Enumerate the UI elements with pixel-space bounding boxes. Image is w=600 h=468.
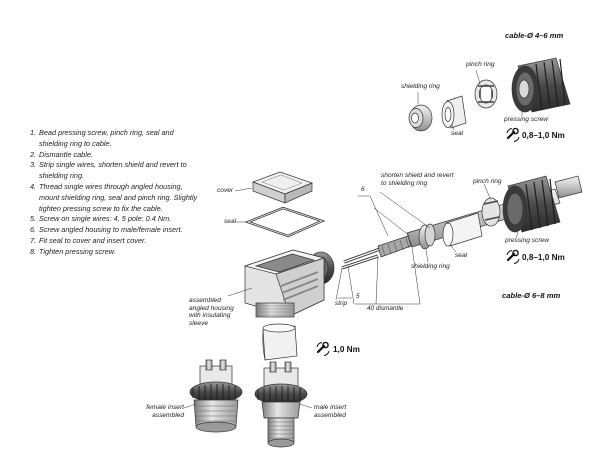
male-insert-part [254, 361, 308, 448]
top-shielding-ring-part [408, 104, 433, 132]
wrench-rotate-icon [316, 341, 330, 356]
dim-6-label: 6 [361, 186, 365, 193]
mid-cable-assembly [341, 175, 583, 270]
dim-5-label: 5 [356, 293, 360, 300]
housing-torque-value: 1,0 Nm [333, 345, 360, 354]
instruction-step: 6.Screw angled housing to male/female in… [30, 225, 183, 235]
instruction-step: 8.Tighten pressing screw. [30, 246, 116, 256]
cover-part [251, 171, 313, 204]
wrench-rotate-icon [506, 249, 520, 264]
top-shielding-ring-label: shielding ring [401, 83, 440, 90]
female-insert-part [189, 359, 243, 433]
top-seal-label: seal [451, 130, 464, 137]
dim-40-label: 40 dismantle [367, 305, 404, 312]
instruction-step: 7.Fit seal to cover and insert cover. [30, 235, 147, 245]
mid-shielding-ring-label: shielding ring [411, 263, 450, 270]
top-pressing-screw-label: pressing screw [504, 116, 548, 123]
instruction-step: 3.Strip single wires, shorten shield and… [30, 160, 187, 181]
instruction-list: 1.Bead pressing screw, pinch ring, seal … [30, 128, 200, 258]
cover-label: cover [217, 187, 234, 194]
top-leaders [417, 69, 523, 131]
insert-leaders [183, 403, 313, 409]
mid-leaders [425, 183, 519, 263]
cover-group [244, 171, 326, 238]
top-torque-value: 0,8–1,0 Nm [522, 131, 565, 140]
housing-leaders [227, 287, 253, 297]
cover-seal-label: seal [224, 218, 237, 225]
dimension-lines [335, 191, 431, 305]
dim-strip-label: strip [335, 300, 348, 307]
top-pinch-ring-label: pinch ring [466, 61, 495, 68]
cover-leaders [234, 187, 253, 223]
mid-seal-label: seal [455, 252, 468, 259]
wrench-rotate-icon [506, 127, 520, 142]
instruction-step: 2.Dismantle cable. [30, 149, 93, 159]
cover-seal-part [244, 206, 326, 238]
mid-torque-value: 0,8–1,0 Nm [522, 253, 565, 262]
instruction-step: 1.Bead pressing screw, pinch ring, seal … [30, 128, 174, 148]
instruction-step: 5.Screw on single wires: 4, 5 pole: 0.4 … [30, 214, 172, 224]
mid-pressing-screw-label: pressing screw [505, 237, 549, 244]
cable-small-header: cable-Ø 4–6 mm [505, 31, 564, 40]
top-assembly [408, 57, 571, 132]
instruction-step: 4.Thread single wires through angled hou… [30, 181, 198, 213]
angled-housing-part [243, 249, 335, 318]
cable-large-header: cable-Ø 6–8 mm [502, 291, 561, 300]
mid-pinch-ring-label: pinch ring [473, 178, 502, 185]
insulating-sleeve-part [262, 323, 298, 361]
top-pinch-ring-part [474, 79, 498, 109]
top-seal-part [441, 95, 467, 129]
top-pressing-screw-part [511, 57, 571, 113]
